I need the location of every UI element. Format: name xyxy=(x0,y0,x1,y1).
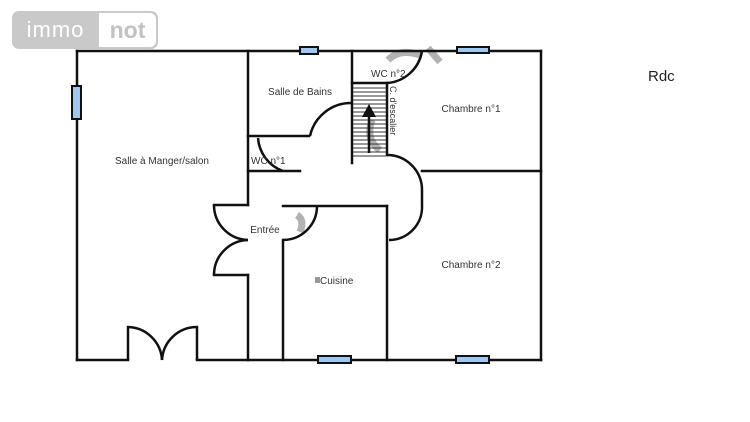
logo-part-immo: immo xyxy=(26,17,85,42)
window-chambre2 xyxy=(455,355,490,364)
door-chambre1 xyxy=(386,153,424,191)
door-entree-upper xyxy=(212,204,249,242)
room-label-entree: Entrée xyxy=(250,225,280,236)
windows xyxy=(71,46,490,364)
room-label-cage-escalier: C. d'escalier xyxy=(388,86,398,135)
window-chambre1 xyxy=(456,46,490,54)
door-bathroom xyxy=(308,101,353,137)
immonot-logo: immo not xyxy=(12,11,158,49)
room-label-chambre1: Chambre n°1 xyxy=(441,104,500,115)
room-label-chambre2: Chambre n°2 xyxy=(441,260,500,271)
room-label-wc2: WC n°2 xyxy=(371,69,406,80)
doors xyxy=(126,50,424,361)
door-wc1 xyxy=(256,137,284,173)
room-label-wc1: WC n°1 xyxy=(251,156,286,167)
window-cuisine xyxy=(317,355,352,364)
room-label-salle-de-bains: Salle de Bains xyxy=(268,87,332,98)
window-salon xyxy=(71,85,82,120)
room-label-cuisine: Cuisine xyxy=(320,276,354,287)
room-label-salon: Salle à Manger/salon xyxy=(115,156,209,167)
door-cuisine xyxy=(282,205,319,242)
window-bathroom xyxy=(299,46,319,55)
door-wc2 xyxy=(386,50,424,85)
door-salon-right xyxy=(160,325,199,361)
cuisine-marker xyxy=(315,277,320,283)
stair-arrow-icon xyxy=(362,104,376,153)
door-salon-left xyxy=(126,325,164,361)
door-chambre2 xyxy=(388,190,424,242)
level-label: Rdc xyxy=(648,68,675,85)
logo-part-not: not xyxy=(99,13,156,47)
door-entree-lower xyxy=(212,238,249,276)
